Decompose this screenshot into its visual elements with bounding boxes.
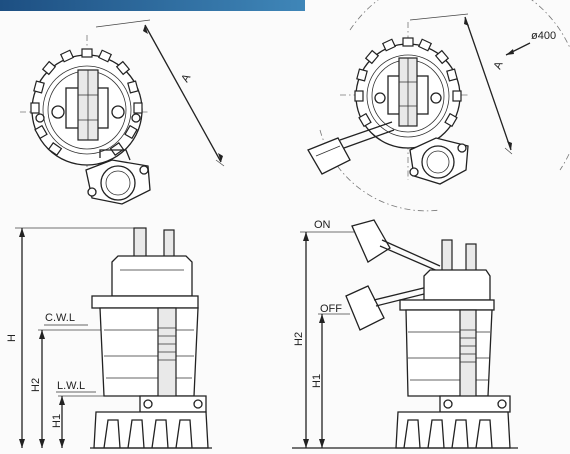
elevation-view-auto: ON H2 OFF H1 bbox=[292, 219, 518, 449]
plan-view-standard: A bbox=[20, 19, 225, 205]
h1-label-right: H1 bbox=[311, 374, 323, 388]
h2-label-left: H2 bbox=[30, 378, 42, 392]
diameter-label: ø400 bbox=[531, 30, 556, 42]
discharge-riser bbox=[157, 307, 177, 401]
discharge-outlet bbox=[85, 149, 151, 205]
h1-label-left: H1 bbox=[51, 414, 63, 428]
off-label: OFF bbox=[320, 303, 342, 315]
plan-view-auto: ø400 A bbox=[307, 0, 570, 212]
h2-label-right: H2 bbox=[293, 332, 305, 346]
discharge-outlet-right bbox=[409, 137, 469, 185]
lwl-label: L.W.L bbox=[57, 380, 85, 392]
h-label: H bbox=[6, 334, 18, 342]
dimension-a-right: A bbox=[409, 13, 513, 155]
elevation-view-standard: H H2 C.W.L H1 L.W.L bbox=[6, 227, 212, 449]
header-band bbox=[0, 0, 305, 11]
motor-top bbox=[111, 255, 193, 297]
cwl-label: C.W.L bbox=[45, 312, 75, 324]
float-switch-plan bbox=[307, 121, 395, 175]
dimension-a-label: A bbox=[179, 72, 193, 85]
on-label: ON bbox=[314, 219, 331, 231]
motor-flange bbox=[91, 295, 199, 309]
float-switch-off bbox=[345, 283, 441, 331]
dimension-a-label-right: A bbox=[492, 59, 506, 71]
motor-housing bbox=[99, 307, 199, 397]
float-switch-on bbox=[351, 219, 441, 273]
